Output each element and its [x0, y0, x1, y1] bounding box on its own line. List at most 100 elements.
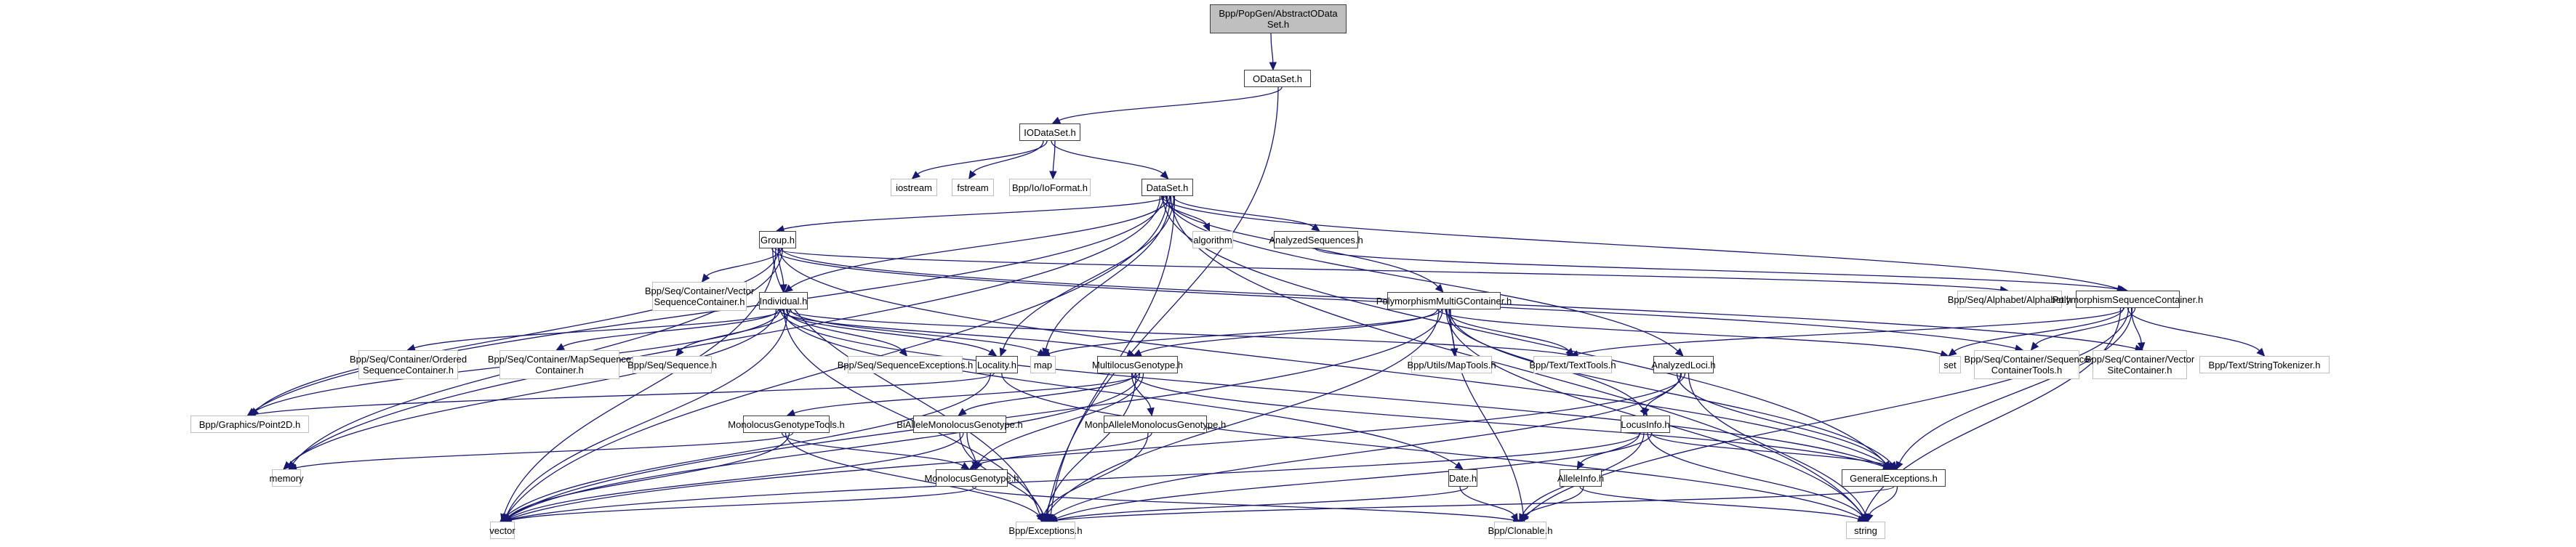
edge-group-to-vecsitecont — [781, 248, 2136, 349]
edge-individual-to-mapseq — [562, 309, 779, 347]
graph-node-texttools: Bpp/Text/TextTools.h — [1529, 356, 1616, 373]
arrowhead-odataset-to-iodataset — [1051, 116, 1062, 124]
arrowhead-polymultig-to-texttools — [1565, 347, 1575, 357]
graph-node-analyzedloci[interactable]: AnalyzedLoci.h — [1651, 356, 1716, 373]
graph-node-set: set — [1939, 356, 1961, 373]
arrowhead-iodataset-to-ioformat — [1049, 171, 1057, 180]
edge-monotools-to-vector — [508, 432, 790, 517]
arrowhead-iodataset-to-fstream — [968, 170, 976, 180]
edge-dataset-to-individual — [790, 195, 1171, 288]
graph-node-strtok: Bpp/Text/StringTokenizer.h — [2199, 356, 2330, 373]
edge-locality-to-string — [1001, 373, 1863, 519]
edge-multilocus-to-monolocus — [978, 373, 1144, 463]
edge-analyzedseq-to-polyseqcont — [1315, 248, 2121, 291]
edge-individual-to-texttools — [786, 309, 1568, 355]
graph-node-locusinfo[interactable]: LocusInfo.h — [1621, 416, 1670, 433]
arrowhead-date-to-clonable — [1510, 513, 1518, 523]
arrowhead-individual-to-locality — [987, 348, 998, 357]
edge-dataset-to-algorithm — [1160, 195, 1207, 225]
edge-polymultig-to-vector — [507, 309, 1443, 518]
arrowhead-dataset-to-analyzedseq — [1311, 223, 1320, 232]
edge-analyzedloci-to-genexc — [1676, 373, 1886, 464]
graph-node-locality[interactable]: Locality.h — [976, 356, 1018, 373]
edge-locusinfo-to-exceptions — [1056, 432, 1653, 519]
graph-node-iostream: iostream — [891, 179, 937, 196]
graph-node-monoallele[interactable]: MonoAlleleMonolocusGenotype.h — [1085, 416, 1226, 433]
edge-multilocus-to-exceptions — [1046, 373, 1137, 515]
edge-genexc-to-exceptions — [1052, 486, 1895, 522]
edge-monoallele-to-exceptions — [1043, 432, 1149, 515]
arrowhead-multilocus-to-biallele — [958, 408, 967, 416]
arrowhead-root-to-odataset — [1269, 62, 1277, 71]
edge-multilocus-to-monotools — [793, 373, 1140, 414]
edge-iodataset-to-ioformat — [1052, 140, 1056, 172]
edge-polyseqcont-to-genexc — [1898, 307, 2133, 463]
graph-node-monotools[interactable]: MonolocusGenotypeTools.h — [728, 416, 845, 433]
graph-node-exceptions: Bpp/Exceptions.h — [1008, 522, 1083, 539]
edge-biallele-to-monolocus — [966, 432, 976, 463]
graph-node-genexc[interactable]: GeneralExceptions.h — [1842, 469, 1946, 487]
edge-monolocus-to-vector — [510, 486, 977, 521]
graph-node-root[interactable]: Bpp/PopGen/AbstractOData Set.h — [1210, 4, 1347, 33]
arrowhead-monoallele-to-monolocus — [968, 462, 979, 470]
arrowhead-individual-to-mapseq — [555, 343, 566, 351]
arrowhead-individual-to-sequence — [675, 347, 684, 357]
edge-locusinfo-to-genexc — [1650, 432, 1891, 467]
graph-node-individual[interactable]: Individual.h — [759, 292, 808, 309]
arrowhead-locusinfo-to-alleleinfo — [1576, 461, 1585, 471]
edge-individual-to-exceptions — [783, 309, 1044, 515]
edge-alleleinfo-to-string — [1579, 486, 1859, 520]
graph-node-date[interactable]: Date.h — [1448, 469, 1477, 487]
edge-dataset-to-analyzedseq — [1172, 195, 1315, 227]
graph-node-seqexc: Bpp/Seq/SequenceExceptions.h — [838, 356, 973, 373]
edge-polymultig-to-string — [1445, 309, 1863, 516]
graph-node-vecseqcont: Bpp/Seq/Container/Vector SequenceContain… — [645, 282, 754, 311]
graph-node-vecsitecont: Bpp/Seq/Container/Vector SiteContainer.h — [2085, 350, 2194, 379]
graph-node-polymultig[interactable]: PolymorphismMultiGContainer.h — [1376, 292, 1512, 309]
arrowhead-dataset-to-polymultig — [1435, 283, 1444, 293]
arrowhead-dataset-to-individual — [784, 284, 793, 293]
arrowhead-polymultig-to-multilocus — [1132, 349, 1142, 357]
graph-node-analyzedseq[interactable]: AnalyzedSequences.h — [1269, 231, 1363, 248]
edge-individual-to-date — [782, 309, 1458, 466]
edge-polyseqcont-to-texttools — [1577, 307, 2125, 355]
edge-individual-to-vector — [506, 309, 789, 516]
arrowhead-alleleinfo-to-clonable — [1521, 513, 1530, 523]
edge-analyzedloci-to-exceptions — [1050, 373, 1682, 518]
graph-node-group[interactable]: Group.h — [759, 231, 796, 248]
edge-polymultig-to-set — [1437, 309, 1942, 354]
graph-node-alleleinfo[interactable]: AlleleInfo.h — [1557, 469, 1604, 487]
edge-group-to-alphabet — [774, 248, 2001, 291]
edge-polymultig-to-clonable — [1450, 309, 1524, 515]
graph-node-monolocus[interactable]: MonolocusGenotype.h — [924, 469, 1019, 487]
edge-date-to-clonable — [1459, 486, 1515, 516]
edge-iodataset-to-dataset — [1051, 140, 1163, 174]
arrowhead-monotools-to-monolocus — [960, 462, 970, 470]
graph-node-point2d: Bpp/Graphics/Point2D.h — [190, 416, 309, 433]
edge-individual-to-sequence — [680, 309, 791, 351]
graph-node-odataset[interactable]: ODataSet.h — [1244, 70, 1311, 87]
graph-node-dataset[interactable]: DataSet.h — [1141, 179, 1193, 196]
edge-dataset-to-group — [783, 195, 1166, 230]
edge-polymultig-to-genexc — [1449, 309, 1893, 465]
edge-locusinfo-to-vector — [507, 432, 1641, 521]
graph-node-seqconttools: Bpp/Seq/Container/Sequence ContainerTool… — [1965, 350, 2090, 379]
edge-monotools-to-monolocus — [781, 432, 963, 466]
edge-locality-to-point2d — [254, 373, 995, 415]
edge-group-to-genexc — [779, 248, 1890, 466]
graph-node-polyseqcont[interactable]: PolymorphismSequenceContainer.h — [2053, 291, 2203, 308]
arrowhead-iodataset-to-dataset — [1160, 170, 1169, 179]
graph-node-ioformat: Bpp/Io/IoFormat.h — [1009, 179, 1091, 196]
arrowhead-polyseqcont-to-vecsitecont — [2137, 342, 2146, 352]
graph-node-biallele[interactable]: BiAlleleMonolocusGenotype.h — [896, 416, 1023, 433]
edge-individual-to-orderedseq — [414, 309, 783, 349]
edge-dataset-to-point2d — [253, 195, 1165, 412]
edge-individual-to-locality — [782, 309, 991, 353]
arrowhead-polyseqcont-to-strtok — [2256, 347, 2266, 357]
graph-node-multilocus[interactable]: MultilocusGenotype.h — [1092, 356, 1183, 373]
arrowhead-polyseqcont-to-set — [1948, 348, 1957, 357]
edge-analyzedloci-to-locusinfo — [1645, 373, 1682, 409]
graph-node-iodataset[interactable]: IODataSet.h — [1019, 123, 1080, 141]
graph-node-maptools: Bpp/Utils/MapTools.h — [1407, 356, 1496, 373]
arrowhead-monoallele-to-exceptions — [1040, 513, 1048, 523]
